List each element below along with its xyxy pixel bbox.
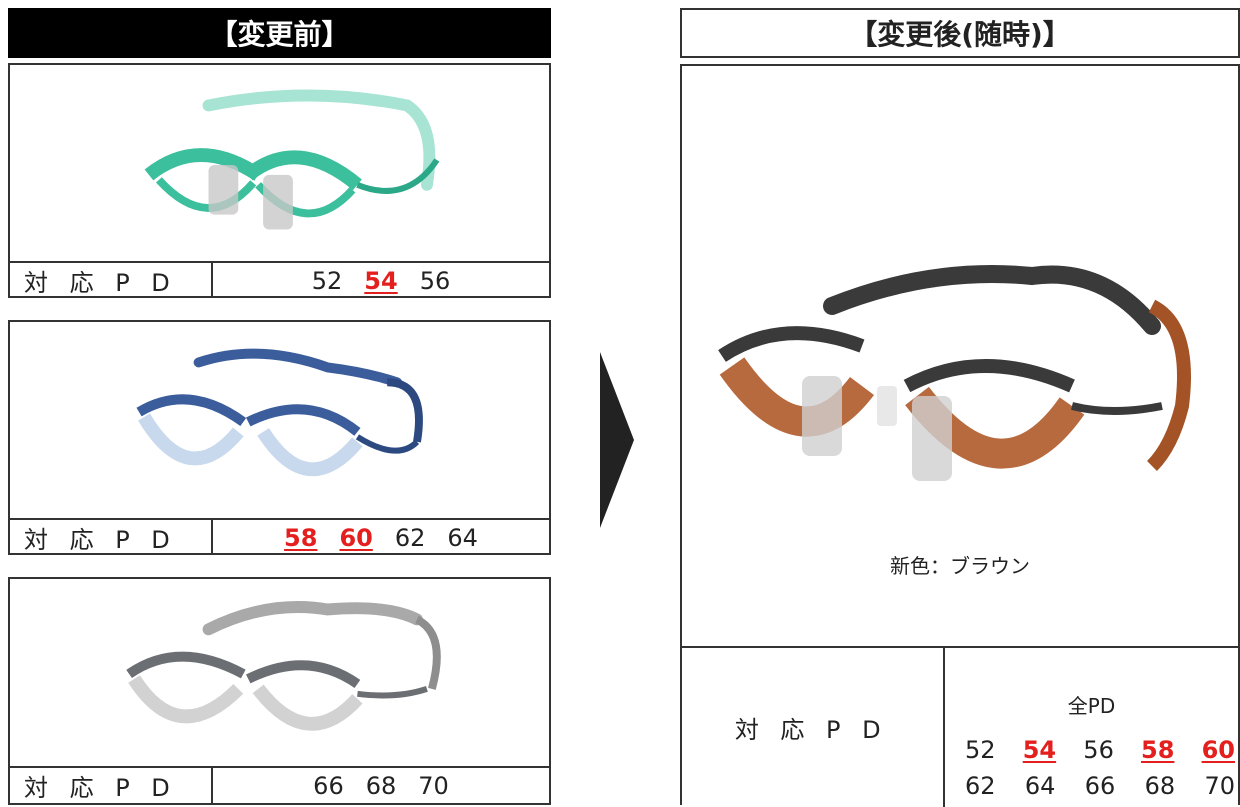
pd-value: 60 [1201,736,1235,764]
pd-value: 70 [1204,772,1235,800]
after-card: 新色：ブラウン 対応PD 全PD 52 54 56 58 60 62 64 66 68 70 [680,64,1240,807]
pd-line: 52 54 56 58 60 [965,732,1235,768]
after-pd-values: 全PD 52 54 56 58 60 62 64 66 68 70 [945,648,1238,807]
before-card-3: 対応PD 66 68 70 [8,577,551,805]
pd-label: 対応PD [10,520,213,555]
trial-frame-blue-image [136,348,423,477]
trial-frame-brown-image [718,265,1191,481]
pd-label: 対応PD [682,648,945,807]
pd-grid: 52 54 56 58 60 62 64 66 68 70 [965,732,1235,804]
new-color-caption: 新色：ブラウン [890,554,1030,578]
pd-value: 64 [447,523,478,552]
before-header: 【変更前】 [8,8,551,58]
pd-value: 52 [965,736,996,764]
pd-row-1: 対応PD 52 54 56 [10,261,549,298]
pd-value: 62 [394,523,426,552]
pd-label: 対応PD [10,768,213,803]
pd-value: 66 [313,771,344,800]
pd-value: 52 [311,266,343,295]
pd-values-3: 66 68 70 [213,768,549,803]
pd-label: 対応PD [10,263,213,298]
before-card-2: 対応PD 58 60 62 64 [8,320,551,555]
after-header: 【変更後(随時)】 [680,8,1240,58]
pd-value: 54 [1022,736,1057,764]
pd-value: 62 [965,772,996,800]
pd-value: 56 [419,266,451,295]
before-card-1: 対応PD 52 54 56 [8,63,551,298]
pd-value: 58 [1141,736,1175,764]
pd-value: 54 [364,266,398,295]
pd-row-3: 対応PD 66 68 70 [10,766,549,803]
pd-values-1: 52 54 56 [213,263,549,298]
after-pd-row: 対応PD 全PD 52 54 56 58 60 62 64 66 68 70 [682,646,1238,807]
pd-values-2: 58 60 62 64 [213,520,549,555]
pd-value: 60 [339,523,373,552]
pd-value: 70 [418,771,449,800]
pd-value: 68 [1144,772,1176,800]
trial-frame-gray-image [126,601,441,731]
pd-row-2: 対応PD 58 60 62 64 [10,518,549,555]
pd-value: 66 [1084,772,1116,800]
pd-value: 64 [1024,772,1056,800]
trial-frame-green-image [144,89,440,230]
pd-value: 68 [365,771,397,800]
pd-value: 58 [284,523,318,552]
all-pd-label: 全PD [1067,694,1116,718]
pd-value: 56 [1083,736,1114,764]
arrow-right-icon [600,352,634,528]
pd-line: 62 64 66 68 70 [965,768,1235,804]
